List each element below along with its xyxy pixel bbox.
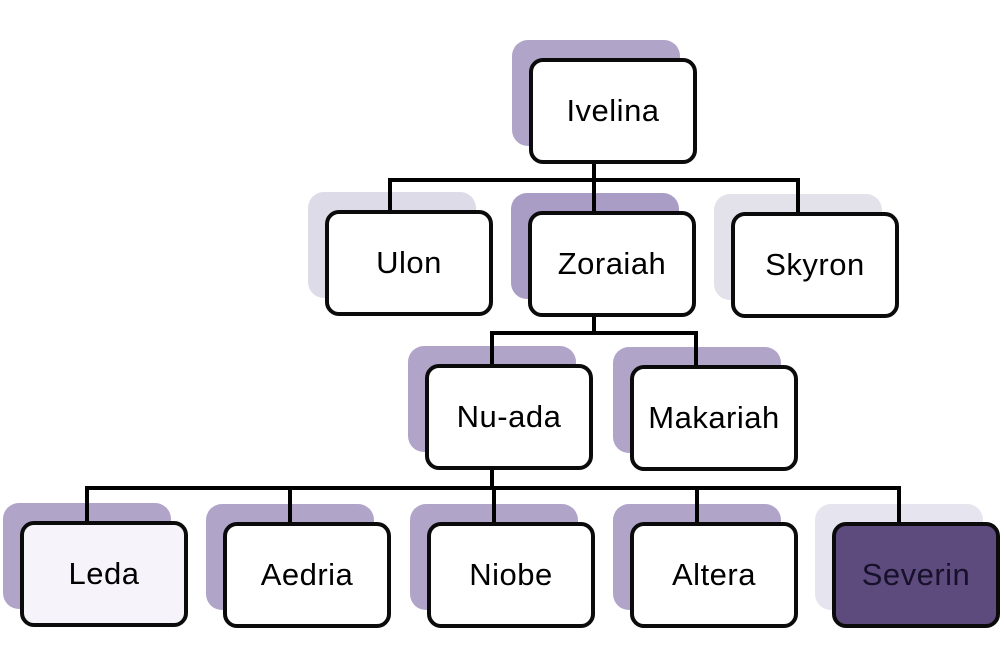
node-label: Ivelina <box>566 93 660 128</box>
node-label: Ulon <box>376 245 442 280</box>
node-nuada[interactable]: Nu-ada <box>408 346 593 470</box>
node-box[interactable]: Ivelina <box>529 58 697 164</box>
node-severin[interactable]: Severin <box>815 504 1000 628</box>
node-box[interactable]: Altera <box>630 522 798 628</box>
node-box[interactable]: Severin <box>832 522 1000 628</box>
connector-zoraiah-children <box>490 308 698 375</box>
node-box[interactable]: Leda <box>20 521 188 627</box>
node-box[interactable]: Nu-ada <box>425 364 593 470</box>
connector-ivelina-children <box>388 154 800 222</box>
node-zoraiah[interactable]: Zoraiah <box>511 193 696 317</box>
node-leda[interactable]: Leda <box>3 503 188 627</box>
node-label: Skyron <box>765 247 865 282</box>
node-box[interactable]: Skyron <box>731 212 899 318</box>
node-box[interactable]: Makariah <box>630 365 798 471</box>
node-label: Nu-ada <box>456 399 562 434</box>
node-ulon[interactable]: Ulon <box>308 192 493 316</box>
node-aedria[interactable]: Aedria <box>206 504 391 628</box>
node-skyron[interactable]: Skyron <box>714 194 899 318</box>
node-label: Aedria <box>260 557 354 592</box>
node-box[interactable]: Ulon <box>325 210 493 316</box>
node-box[interactable]: Niobe <box>427 522 595 628</box>
node-makariah[interactable]: Makariah <box>613 347 798 471</box>
connector-nuada-children <box>85 462 901 532</box>
node-label: Makariah <box>648 400 780 435</box>
node-box[interactable]: Aedria <box>223 522 391 628</box>
node-label: Altera <box>672 557 756 592</box>
node-altera[interactable]: Altera <box>613 504 798 628</box>
node-ivelina[interactable]: Ivelina <box>512 40 697 164</box>
node-label: Leda <box>68 556 140 591</box>
node-label: Severin <box>861 557 971 592</box>
node-box[interactable]: Zoraiah <box>528 211 696 317</box>
node-niobe[interactable]: Niobe <box>410 504 595 628</box>
node-label: Zoraiah <box>557 246 667 281</box>
node-label: Niobe <box>469 557 553 592</box>
